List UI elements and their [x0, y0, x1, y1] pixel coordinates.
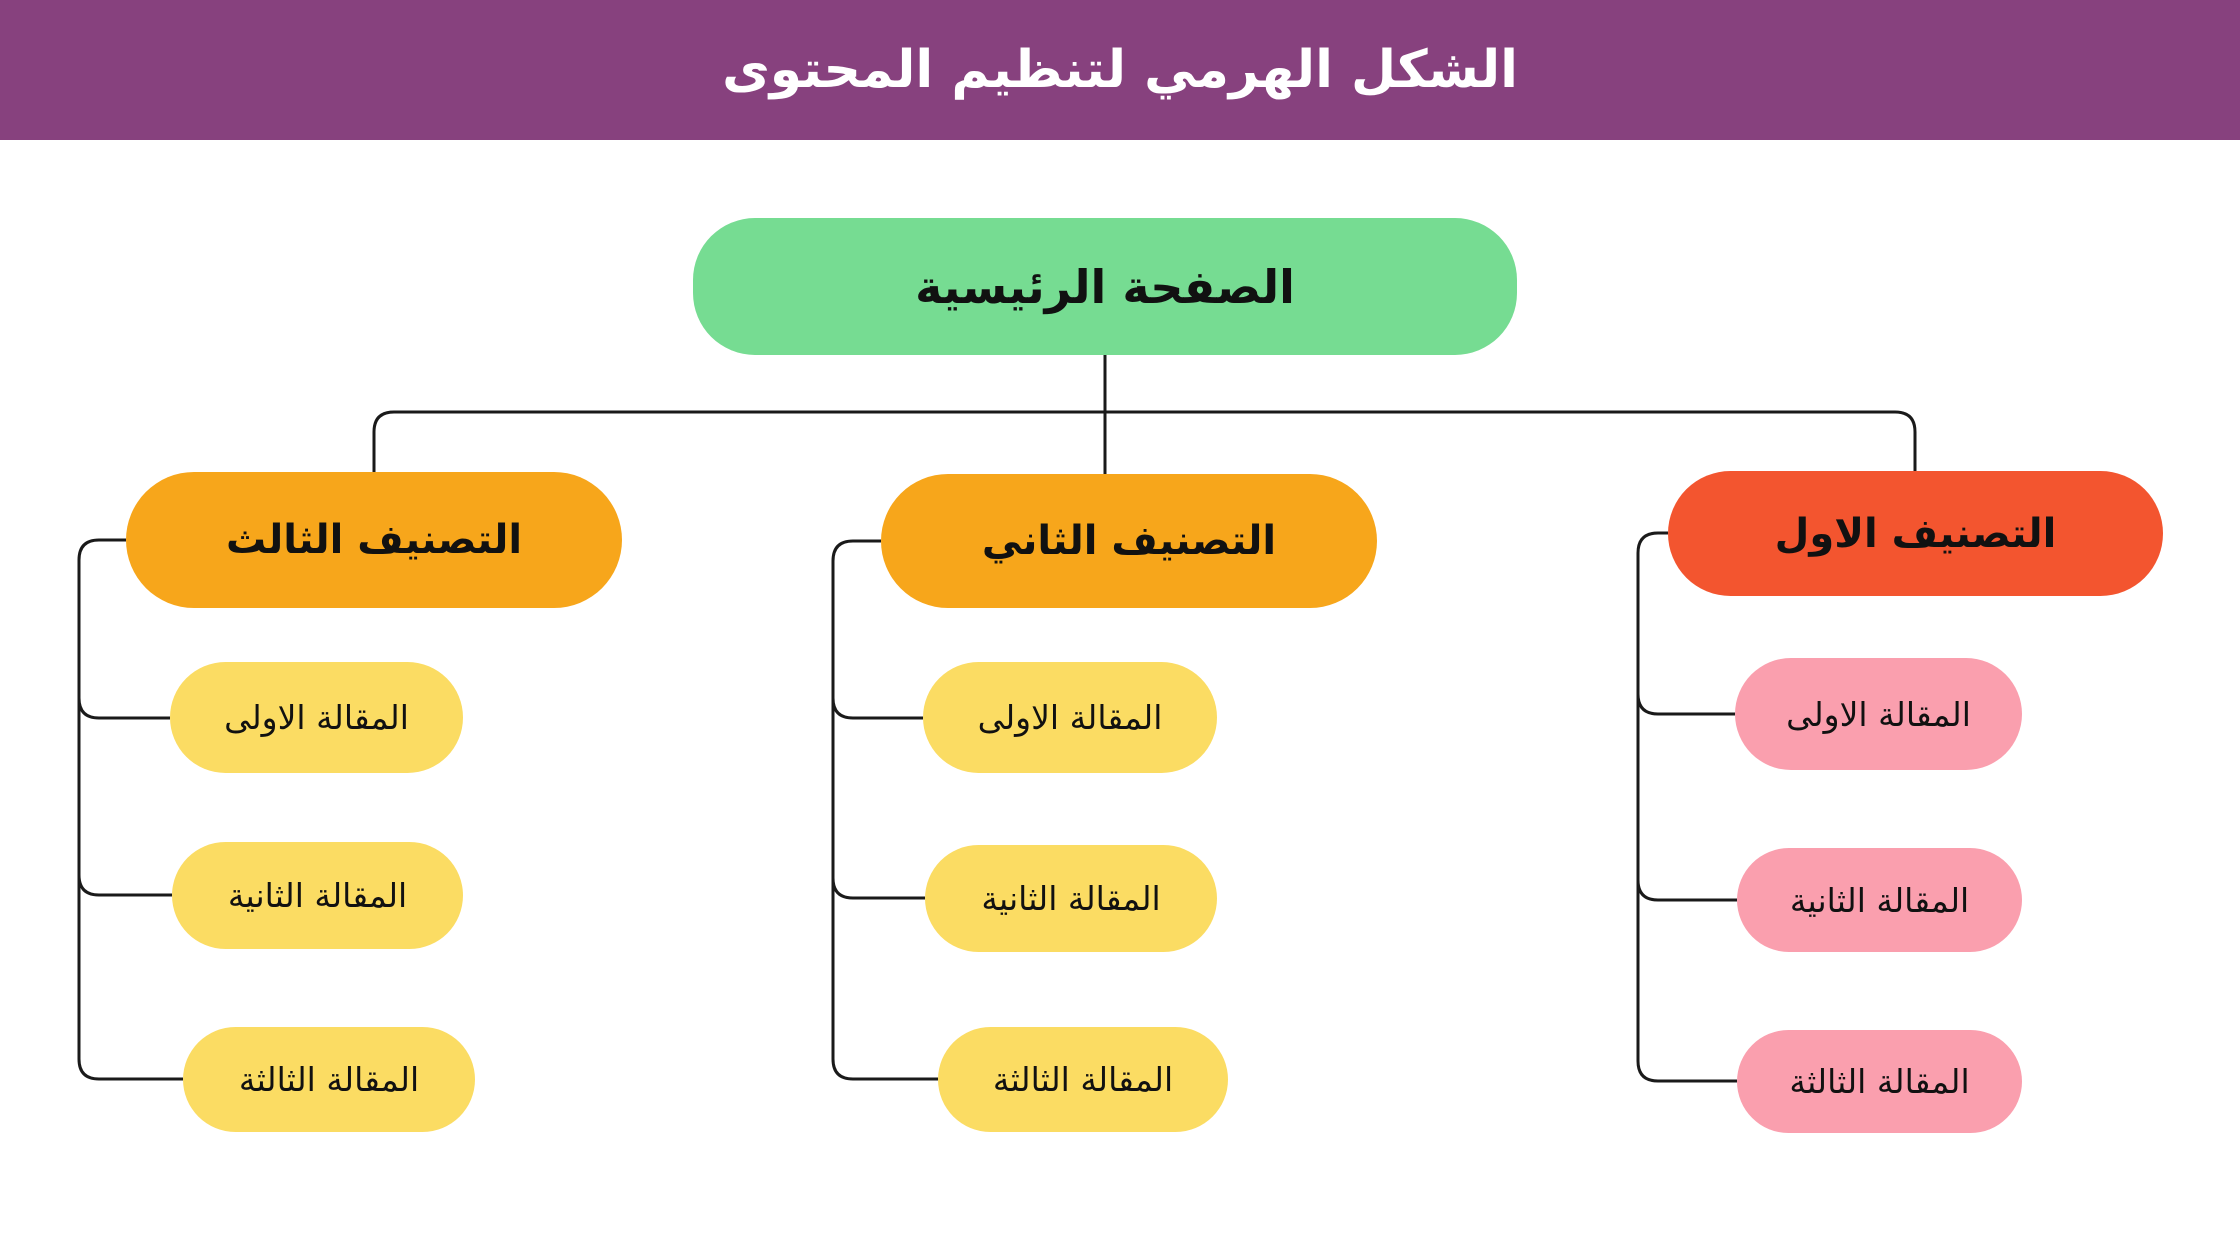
connector-middle-branch-2: [831, 877, 925, 900]
connector-right-branch-2: [1636, 879, 1737, 902]
node-category-3-article-2: المقالة الثانية: [172, 842, 463, 949]
node-label: المقالة الثالثة: [1789, 1062, 1970, 1101]
node-label: المقالة الثانية: [227, 876, 408, 915]
connector-left-branch-2: [77, 874, 172, 897]
node-label: المقالة الثانية: [981, 879, 1161, 918]
connector-left-trunk: [77, 538, 183, 1081]
node-category-2: التصنيف الثاني: [881, 474, 1377, 608]
connector-left-branch-1: [77, 697, 170, 720]
node-category-1-article-1: المقالة الاولى: [1735, 658, 2022, 770]
node-label: التصنيف الاول: [1774, 510, 2057, 557]
node-category-2-article-3: المقالة الثالثة: [938, 1027, 1228, 1132]
page-title: الشكل الهرمي لتنظيم المحتوى: [722, 40, 1518, 100]
connector-right-branch-1: [1636, 693, 1735, 716]
node-label: المقالة الثالثة: [238, 1060, 420, 1099]
node-label: المقالة الاولى: [1786, 694, 1971, 734]
connector-bus: [372, 410, 1917, 472]
node-label: الصفحة الرئيسية: [915, 259, 1295, 314]
node-category-2-article-1: المقالة الاولى: [923, 662, 1217, 773]
connector-middle-branch-1: [831, 697, 923, 720]
node-category-1: التصنيف الاول: [1668, 471, 2163, 596]
node-category-1-article-2: المقالة الثانية: [1737, 848, 2022, 952]
node-label: المقالة الثالثة: [992, 1060, 1174, 1099]
node-category-3: التصنيف الثالث: [126, 472, 622, 608]
node-label: المقالة الثانية: [1789, 880, 1970, 920]
connector-middle-trunk: [831, 539, 938, 1081]
node-label: التصنيف الثاني: [981, 518, 1277, 564]
connector-right-trunk: [1636, 531, 1737, 1083]
node-category-3-article-1: المقالة الاولى: [170, 662, 463, 773]
node-category-3-article-3: المقالة الثالثة: [183, 1027, 475, 1132]
node-home-page: الصفحة الرئيسية: [693, 218, 1517, 355]
node-category-1-article-3: المقالة الثالثة: [1737, 1030, 2022, 1133]
header-bar: الشكل الهرمي لتنظيم المحتوى: [0, 0, 2240, 140]
node-label: المقالة الاولى: [977, 698, 1163, 737]
node-category-2-article-2: المقالة الثانية: [925, 845, 1217, 952]
node-label: التصنيف الثالث: [225, 517, 523, 563]
node-label: المقالة الاولى: [224, 698, 409, 737]
